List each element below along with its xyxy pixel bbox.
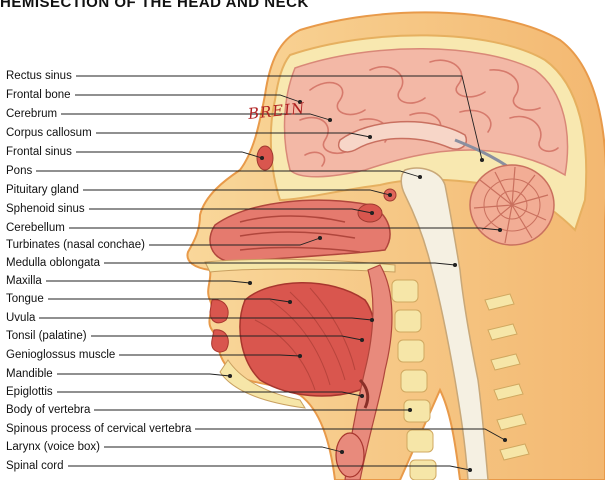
- leader-line: [76, 152, 262, 158]
- label-cerebellum: Cerebellum: [6, 221, 65, 235]
- diagram-title: HEMISECTION OF THE HEAD AND NECK: [0, 0, 309, 11]
- tongue: [240, 283, 375, 396]
- larynx: [336, 433, 364, 477]
- label-pons: Pons: [6, 164, 32, 178]
- leader-dot: [228, 374, 231, 377]
- label-larynx-voice-box: Larynx (voice box): [6, 440, 100, 454]
- label-tonsil-palatine: Tonsil (palatine): [6, 329, 87, 343]
- leader-dot: [408, 408, 411, 411]
- cerebellum: [470, 165, 554, 245]
- label-frontal-sinus: Frontal sinus: [6, 145, 72, 159]
- label-epiglottis: Epiglottis: [6, 385, 53, 399]
- label-pituitary-gland: Pituitary gland: [6, 183, 79, 197]
- leader-dot: [388, 193, 391, 196]
- label-uvula: Uvula: [6, 311, 35, 325]
- leader-dot: [318, 236, 321, 239]
- leader-dot: [360, 394, 363, 397]
- leader-dot: [503, 438, 506, 441]
- frontal-sinus: [257, 146, 273, 170]
- label-maxilla: Maxilla: [6, 274, 42, 288]
- leader-dot: [328, 118, 331, 121]
- leader-dot: [260, 156, 263, 159]
- leader-dot: [340, 450, 343, 453]
- label-corpus-callosum: Corpus callosum: [6, 126, 92, 140]
- leader-dot: [288, 300, 291, 303]
- label-body-of-vertebra: Body of vertebra: [6, 403, 90, 417]
- leader-dot: [480, 158, 483, 161]
- label-frontal-bone: Frontal bone: [6, 88, 71, 102]
- leader-dot: [368, 135, 371, 138]
- label-tongue: Tongue: [6, 292, 44, 306]
- label-mandible: Mandible: [6, 367, 53, 381]
- label-spinous-process-of-cervical-vertebra: Spinous process of cervical vertebra: [6, 422, 191, 436]
- label-cerebrum: Cerebrum: [6, 107, 57, 121]
- leader-dot: [298, 354, 301, 357]
- leader-line: [57, 374, 230, 376]
- label-rectus-sinus: Rectus sinus: [6, 69, 72, 83]
- leader-dot: [468, 468, 471, 471]
- label-spinal-cord: Spinal cord: [6, 459, 64, 473]
- leader-dot: [370, 318, 373, 321]
- label-turbinates-nasal-conchae: Turbinates (nasal conchae): [6, 238, 145, 252]
- leader-line: [104, 447, 342, 452]
- leader-dot: [498, 228, 501, 231]
- leader-dot: [453, 263, 456, 266]
- leader-dot: [248, 281, 251, 284]
- leader-dot: [370, 211, 373, 214]
- leader-dot: [360, 338, 363, 341]
- label-medulla-oblongata: Medulla oblongata: [6, 256, 100, 270]
- label-sphenoid-sinus: Sphenoid sinus: [6, 202, 85, 216]
- label-genioglossus-muscle: Genioglossus muscle: [6, 348, 115, 362]
- leader-dot: [418, 175, 421, 178]
